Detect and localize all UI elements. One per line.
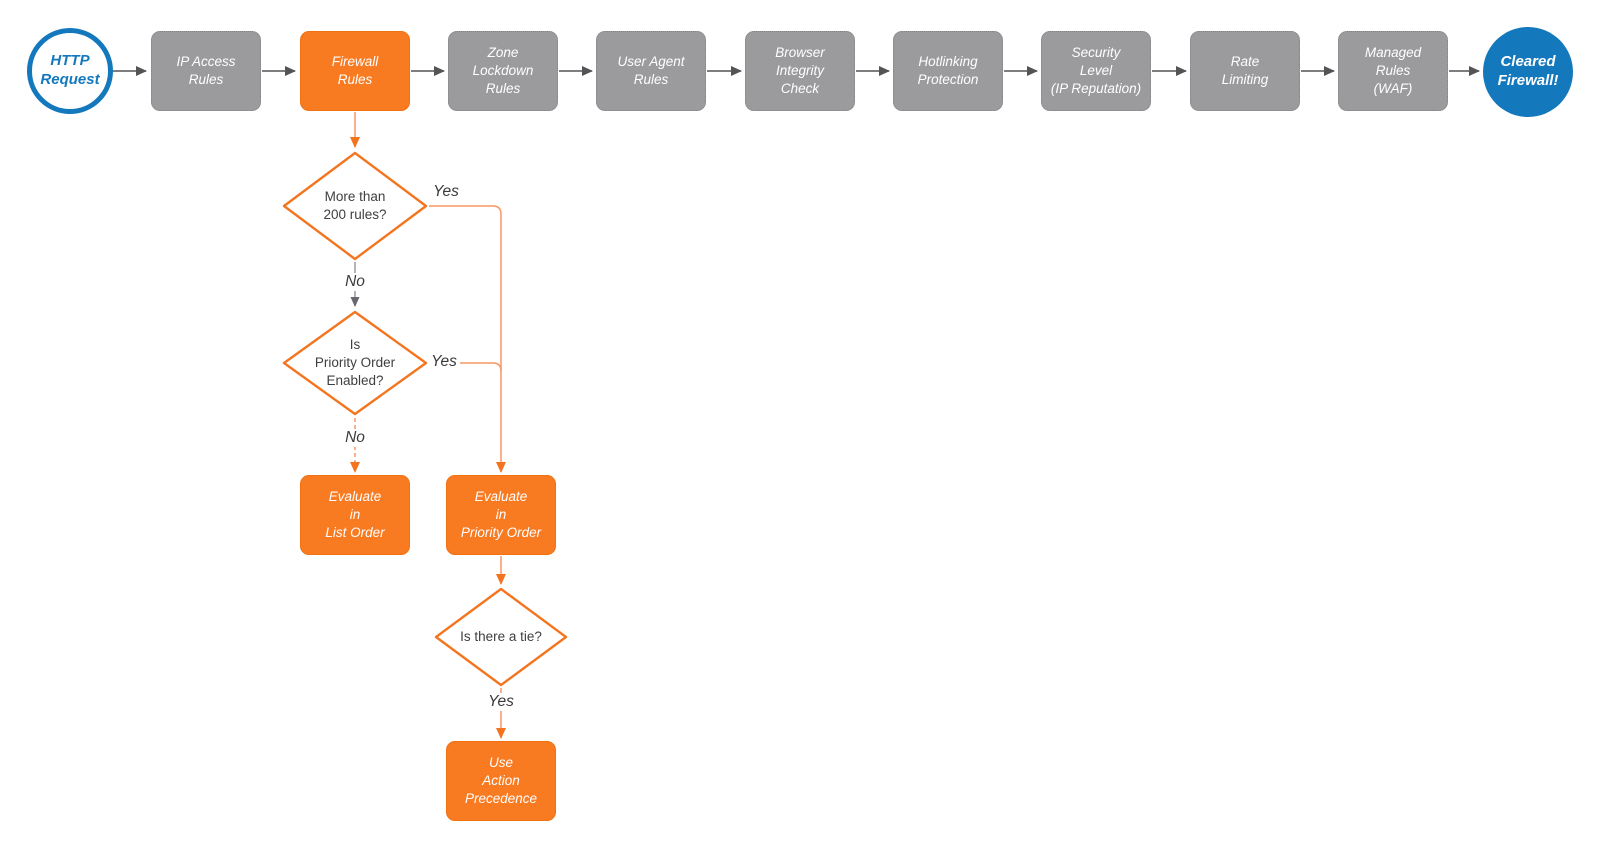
node-http-request-label: HTTP Request [40,52,100,88]
node-zone-lockdown-rules-label: Zone Lockdown Rules [472,45,534,96]
node-use-action-precedence-label: Use Action Precedence [464,755,538,806]
node-security-level: Security Level (IP Reputation) [1041,31,1151,111]
node-user-agent-rules: User Agent Rules [596,31,706,111]
node-security-level-label: Security Level (IP Reputation) [1050,45,1142,96]
node-evaluate-in-list-order: Evaluate in List Order [300,475,410,555]
node-firewall-rules-label: Firewall Rules [331,54,379,87]
node-cleared-firewall: Cleared Firewall! [1483,27,1573,117]
edge-label-no-priority-order: No [342,429,368,447]
decision-more-than-200-rules: More than 200 rules? [282,151,428,261]
node-hotlinking-protection: Hotlinking Protection [893,31,1003,111]
node-evaluate-in-list-order-label: Evaluate in List Order [325,489,385,540]
decision-priority-order-enabled: Is Priority Order Enabled? [282,310,428,416]
connector-yes-rules-count-to-evaluate-priority [429,205,506,473]
diamond-shape [282,310,428,416]
diamond-shape [282,151,428,261]
decision-more-than-200-rules-label: More than 200 rules? [323,188,387,222]
node-hotlinking-protection-label: Hotlinking Protection [917,54,979,87]
node-rate-limiting: Rate Limiting [1190,31,1300,111]
node-user-agent-rules-label: User Agent Rules [617,54,685,87]
node-use-action-precedence: Use Action Precedence [446,741,556,821]
node-evaluate-in-priority-order-label: Evaluate in Priority Order [460,489,542,540]
node-http-request: HTTP Request [27,28,113,114]
decision-is-there-a-tie-label: Is there a tie? [460,628,542,644]
diamond-shape [434,587,568,687]
edge-label-yes-rules-count: Yes [430,183,462,201]
node-managed-rules-waf: Managed Rules (WAF) [1338,31,1448,111]
connector-yes-priority-join [429,362,502,372]
edge-label-yes-tie: Yes [485,693,517,711]
node-cleared-firewall-label: Cleared Firewall! [1497,53,1559,89]
decision-is-there-a-tie: Is there a tie? [434,587,568,687]
node-rate-limiting-label: Rate Limiting [1221,54,1269,87]
node-zone-lockdown-rules: Zone Lockdown Rules [448,31,558,111]
decision-priority-order-enabled-label: Is Priority Order Enabled? [314,336,396,389]
node-firewall-rules: Firewall Rules [300,31,410,111]
edge-label-yes-priority-order: Yes [428,353,460,371]
node-browser-integrity-check-label: Browser Integrity Check [775,45,825,96]
node-evaluate-in-priority-order: Evaluate in Priority Order [446,475,556,555]
edge-label-no-rules-count: No [342,273,368,291]
node-managed-rules-waf-label: Managed Rules (WAF) [1364,45,1422,96]
node-browser-integrity-check: Browser Integrity Check [745,31,855,111]
node-ip-access-rules: IP Access Rules [151,31,261,111]
node-ip-access-rules-label: IP Access Rules [176,54,236,87]
